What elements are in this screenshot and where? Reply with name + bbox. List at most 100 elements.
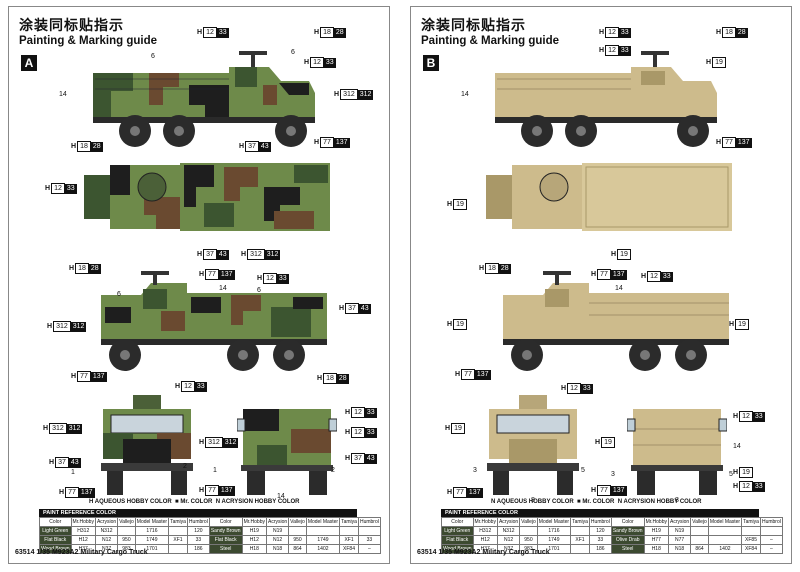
part-number: 8 xyxy=(531,497,535,504)
truck-rear-view xyxy=(627,409,727,495)
column-header: Color xyxy=(208,517,243,527)
table-cell: N12 xyxy=(496,535,521,545)
page-footer: 63514 1/35 M923A2 Military Cargo Truck xyxy=(417,549,550,556)
page-title: Painting & Marking guide xyxy=(19,35,158,47)
column-header: Acrysion xyxy=(94,517,119,527)
table-cell: N19 xyxy=(667,526,692,536)
table-cell: Steel xyxy=(610,544,645,554)
part-number: 3 xyxy=(611,471,615,478)
page-title-cn: 涂装同标贴指示 xyxy=(19,17,124,33)
table-cell: 864 xyxy=(288,544,307,554)
paint-legend: H​ AQUEOUS HOBBY COLOR ■ Mr. COLOR N ACR… xyxy=(89,499,300,505)
page-title-cn: 涂装同标贴指示 xyxy=(421,17,526,33)
table-cell: H12 xyxy=(241,535,267,545)
column-header: Model Master xyxy=(305,517,341,527)
truck-side-view-left xyxy=(495,51,717,147)
table-cell: H37 xyxy=(70,544,96,554)
table-cell: 950 xyxy=(288,535,307,545)
table-cell: 1402 xyxy=(707,544,743,554)
page-scheme-a: 涂装同标贴指示 Painting & Marking guide A xyxy=(8,6,390,564)
table-cell: N37 xyxy=(496,544,521,554)
scheme-badge: B xyxy=(423,55,439,71)
scheme-badge: A xyxy=(21,55,37,71)
table-cell: 1701 xyxy=(134,544,170,554)
table-cell: 186 xyxy=(186,544,210,554)
table-cell: Steel xyxy=(208,544,243,554)
truck-front-view xyxy=(101,395,193,495)
part-number: 1 xyxy=(213,467,217,474)
table-cell xyxy=(305,526,341,536)
column-header: Vallejo xyxy=(117,517,136,527)
table-cell: – xyxy=(357,544,381,554)
table-cell: N312 xyxy=(496,526,521,536)
table-cell: – xyxy=(759,544,783,554)
table-cell xyxy=(690,535,709,545)
table-cell: H312 xyxy=(70,526,96,536)
paint-reference-title: PAINT REFERENCE COLOR xyxy=(441,509,759,517)
table-cell: N19 xyxy=(265,526,290,536)
table-cell: 186 xyxy=(588,544,612,554)
part-number: 6 xyxy=(151,53,155,60)
truck-top-view-left xyxy=(84,163,330,231)
table-cell: 33 xyxy=(186,535,210,545)
table-cell: 1749 xyxy=(134,535,170,545)
table-cell: XF1 xyxy=(168,535,188,545)
table-cell: H19 xyxy=(241,526,267,536)
table-cell: 1716 xyxy=(536,526,572,536)
table-cell: – xyxy=(759,535,783,545)
table-cell: N12 xyxy=(94,535,119,545)
table-cell: XF1 xyxy=(570,535,590,545)
part-number: 14 xyxy=(277,493,285,500)
table-cell xyxy=(357,526,381,536)
column-header: Acrysion xyxy=(496,517,521,527)
column-header: Color xyxy=(39,517,72,527)
column-header: Vallejo xyxy=(519,517,538,527)
table-cell xyxy=(339,526,359,536)
table-cell: H18 xyxy=(643,544,669,554)
table-cell: 33 xyxy=(588,535,612,545)
table-cell: H312 xyxy=(472,526,498,536)
column-header: Vallejo xyxy=(288,517,307,527)
table-cell xyxy=(707,535,743,545)
table-cell: Olive Drab xyxy=(610,535,645,545)
table-cell: 1716 xyxy=(134,526,170,536)
table-cell xyxy=(117,526,136,536)
table-cell: Flat Black xyxy=(208,535,243,545)
table-cell: H18 xyxy=(241,544,267,554)
table-cell: 1701 xyxy=(536,544,572,554)
page-scheme-b: 涂装同标贴指示 Painting & Marking guide B xyxy=(410,6,792,564)
part-number: 1 xyxy=(71,469,75,476)
part-number: 14 xyxy=(461,91,469,98)
part-number: 5 xyxy=(581,467,585,474)
column-header: Mr.Hobby xyxy=(472,517,498,527)
table-cell: 120 xyxy=(588,526,612,536)
table-cell: XF84 xyxy=(741,544,761,554)
